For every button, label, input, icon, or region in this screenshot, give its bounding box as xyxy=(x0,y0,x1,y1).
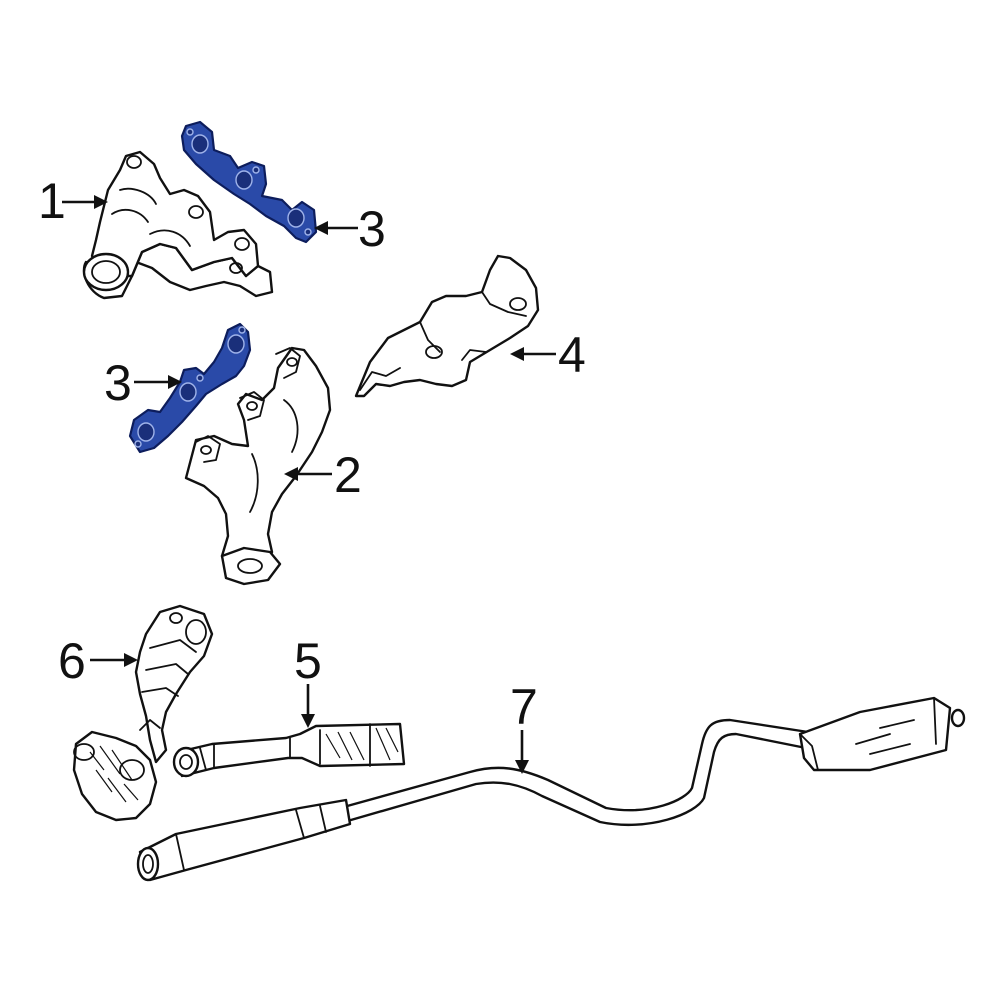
manifold-gasket-lower[interactable] xyxy=(128,322,252,454)
muffler-and-pipe[interactable] xyxy=(136,696,966,882)
callout-leaders xyxy=(62,195,556,774)
exhaust-manifold-lower[interactable] xyxy=(184,346,332,586)
callout-5: 5 xyxy=(294,633,322,689)
callout-labels: 1 2 3 3 4 5 6 7 xyxy=(38,173,586,735)
exhaust-manifold-upper[interactable] xyxy=(82,150,274,300)
heat-shield[interactable] xyxy=(354,254,540,398)
catalytic-converter[interactable] xyxy=(72,604,214,822)
callout-3-upper: 3 xyxy=(358,201,386,257)
callout-1: 1 xyxy=(38,173,66,229)
callout-6: 6 xyxy=(58,633,86,689)
callout-4: 4 xyxy=(558,327,586,383)
manifold-gasket-upper[interactable] xyxy=(180,120,318,244)
callout-3-lower: 3 xyxy=(104,355,132,411)
callout-7: 7 xyxy=(510,679,538,735)
front-exhaust-pipe[interactable] xyxy=(172,722,406,778)
callout-2: 2 xyxy=(334,447,362,503)
